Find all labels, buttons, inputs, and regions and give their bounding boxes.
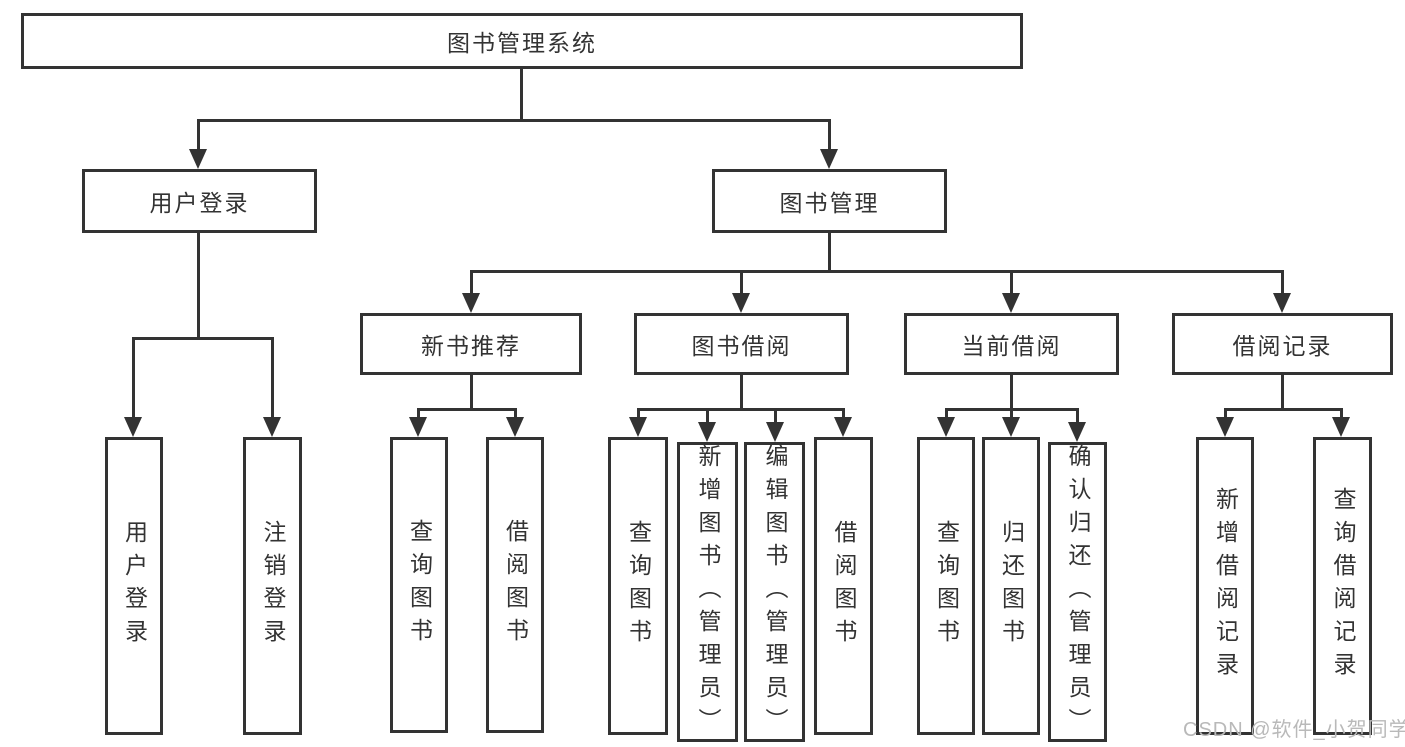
connector-line (1224, 408, 1227, 418)
node-leaf-query-borrow-record: 查询借阅记录 (1313, 437, 1372, 735)
arrowhead-down-icon (834, 417, 852, 437)
connector-line (1340, 408, 1343, 418)
connector-line (1010, 408, 1013, 418)
connector-line (470, 375, 473, 408)
connector-line (828, 233, 831, 273)
connector-line (637, 408, 640, 418)
node-leaf-query-books-recommend: 查询图书 (390, 437, 448, 733)
connector-line (1010, 270, 1013, 294)
node-label: 图书管理系统 (447, 30, 597, 56)
node-library-management-system: 图书管理系统 (21, 13, 1023, 69)
node-label: 当前借阅 (961, 333, 1062, 359)
arrowhead-down-icon (937, 417, 955, 437)
node-label: 查询图书 (933, 520, 960, 652)
node-label: 新书推荐 (421, 333, 521, 359)
connector-line (197, 233, 200, 337)
connector-line (842, 408, 845, 418)
connector-line (514, 408, 517, 418)
connector-line (520, 69, 523, 119)
arrowhead-down-icon (820, 149, 838, 169)
node-label: 图书管理 (779, 190, 880, 216)
connector-line (417, 408, 420, 418)
arrowhead-down-icon (263, 417, 281, 437)
connector-line (1224, 408, 1343, 411)
node-user-login: 用户登录 (82, 169, 317, 233)
csdn-watermark: CSDN @软件_小贺同学 (1183, 719, 1405, 741)
arrowhead-down-icon (124, 417, 142, 437)
node-borrow-records: 借阅记录 (1172, 313, 1393, 375)
node-book-management: 图书管理 (712, 169, 947, 233)
connector-line (740, 270, 743, 294)
node-label: 用户登录 (149, 190, 250, 216)
arrowhead-down-icon (732, 293, 750, 313)
connector-line (132, 337, 274, 340)
node-leaf-user-login: 用户登录 (105, 437, 163, 735)
connector-line (197, 119, 831, 122)
node-leaf-edit-books-admin: 编辑图书（管理员） (744, 442, 805, 742)
arrowhead-down-icon (1068, 422, 1086, 442)
node-label: 新增图书（管理员） (695, 443, 721, 741)
connector-line (417, 408, 517, 411)
connector-line (774, 408, 777, 423)
node-label: 编辑图书（管理员） (762, 443, 788, 741)
arrowhead-down-icon (629, 417, 647, 437)
connector-line (1281, 375, 1284, 408)
connector-line (470, 270, 473, 294)
connector-line (197, 119, 200, 152)
arrowhead-down-icon (766, 422, 784, 442)
node-label: 确认归还（管理员） (1065, 443, 1091, 741)
node-label: 图书借阅 (691, 333, 792, 359)
arrowhead-down-icon (698, 422, 716, 442)
arrowhead-down-icon (506, 417, 524, 437)
node-leaf-borrow-books: 借阅图书 (814, 437, 873, 735)
connector-line (271, 337, 274, 418)
connector-line (637, 408, 845, 411)
node-leaf-add-books-admin: 新增图书（管理员） (677, 442, 738, 742)
arrowhead-down-icon (1002, 293, 1020, 313)
node-label: 查询图书 (625, 520, 652, 652)
node-book-borrow: 图书借阅 (634, 313, 849, 375)
arrowhead-down-icon (1332, 417, 1350, 437)
arrowhead-down-icon (462, 293, 480, 313)
node-leaf-return-books: 归还图书 (982, 437, 1040, 735)
connector-line (740, 375, 743, 408)
arrowhead-down-icon (409, 417, 427, 437)
node-leaf-confirm-return-admin: 确认归还（管理员） (1048, 442, 1107, 742)
node-label: 用户登录 (121, 520, 148, 652)
node-label: 查询图书 (406, 519, 433, 651)
connector-line (470, 270, 1284, 273)
connector-line (1076, 408, 1079, 423)
connector-line (945, 408, 948, 418)
connector-line (1010, 375, 1013, 408)
connector-line (828, 119, 831, 152)
node-leaf-query-books-current: 查询图书 (917, 437, 975, 735)
node-current-borrow: 当前借阅 (904, 313, 1119, 375)
node-new-book-recommend: 新书推荐 (360, 313, 582, 375)
node-label: 新增借阅记录 (1212, 487, 1239, 685)
node-leaf-logout: 注销登录 (243, 437, 302, 735)
connector-line (1281, 270, 1284, 294)
node-leaf-query-books-borrow: 查询图书 (608, 437, 668, 735)
node-label: 借阅记录 (1232, 333, 1333, 359)
connector-line (706, 408, 709, 423)
node-label: 查询借阅记录 (1330, 487, 1356, 685)
node-leaf-borrow-books-recommend: 借阅图书 (486, 437, 544, 733)
node-leaf-add-borrow-record: 新增借阅记录 (1196, 437, 1254, 735)
connector-line (132, 337, 135, 418)
node-label: 注销登录 (260, 520, 286, 652)
arrowhead-down-icon (1002, 417, 1020, 437)
arrowhead-down-icon (189, 149, 207, 169)
arrowhead-down-icon (1273, 293, 1291, 313)
node-label: 归还图书 (998, 520, 1025, 652)
node-label: 借阅图书 (831, 520, 857, 652)
arrowhead-down-icon (1216, 417, 1234, 437)
node-label: 借阅图书 (502, 519, 529, 651)
